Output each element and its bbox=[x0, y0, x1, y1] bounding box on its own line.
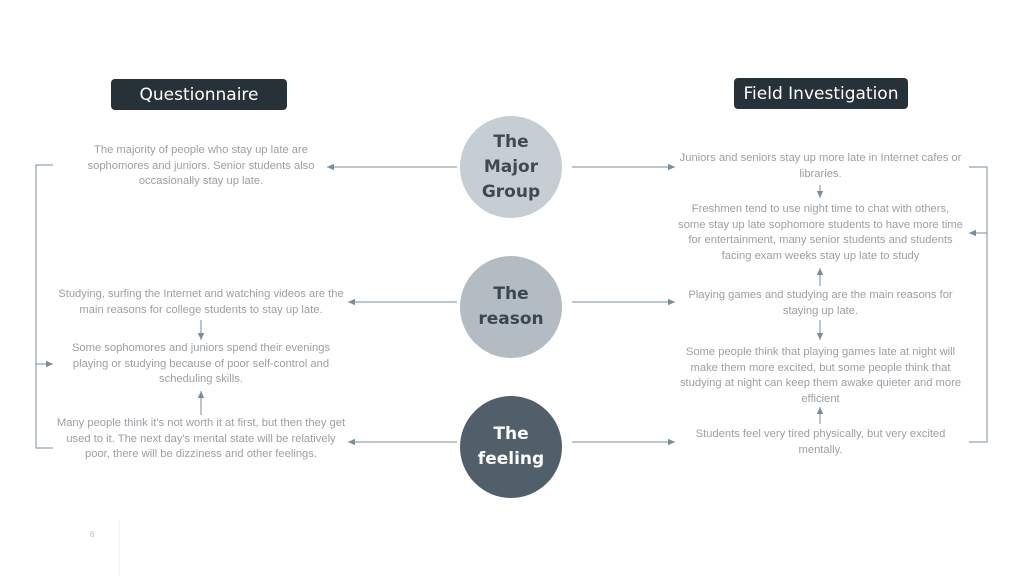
page-number: 6 bbox=[90, 530, 95, 539]
right-bracket bbox=[969, 166, 988, 443]
left-feeling-text: Many people think it's not worth it at f… bbox=[56, 417, 346, 460]
field-investigation-header: Field Investigation bbox=[734, 78, 908, 109]
right-cafes-text: Juniors and seniors stay up more late in… bbox=[679, 152, 962, 180]
left-major-group-text: The majority of people who stay up late … bbox=[87, 144, 315, 187]
right-tired-text: Students feel very tired physically, but… bbox=[695, 428, 946, 456]
left-control-text: Some sophomores and juniors spend their … bbox=[71, 342, 331, 385]
feeling-circle: The feeling bbox=[460, 396, 562, 498]
left-bracket bbox=[35, 164, 53, 449]
major-group-circle: The Major Group bbox=[460, 116, 562, 218]
right-games-text: Playing games and studying are the main … bbox=[688, 289, 953, 317]
reason-circle: The reason bbox=[460, 256, 562, 358]
questionnaire-header: Questionnaire bbox=[111, 79, 287, 110]
left-reason-text: Studying, surfing the Internet and watch… bbox=[58, 288, 344, 316]
right-freshmen-text: Freshmen tend to use night time to chat … bbox=[678, 203, 963, 262]
right-excited-text: Some people think that playing games lat… bbox=[679, 346, 962, 405]
